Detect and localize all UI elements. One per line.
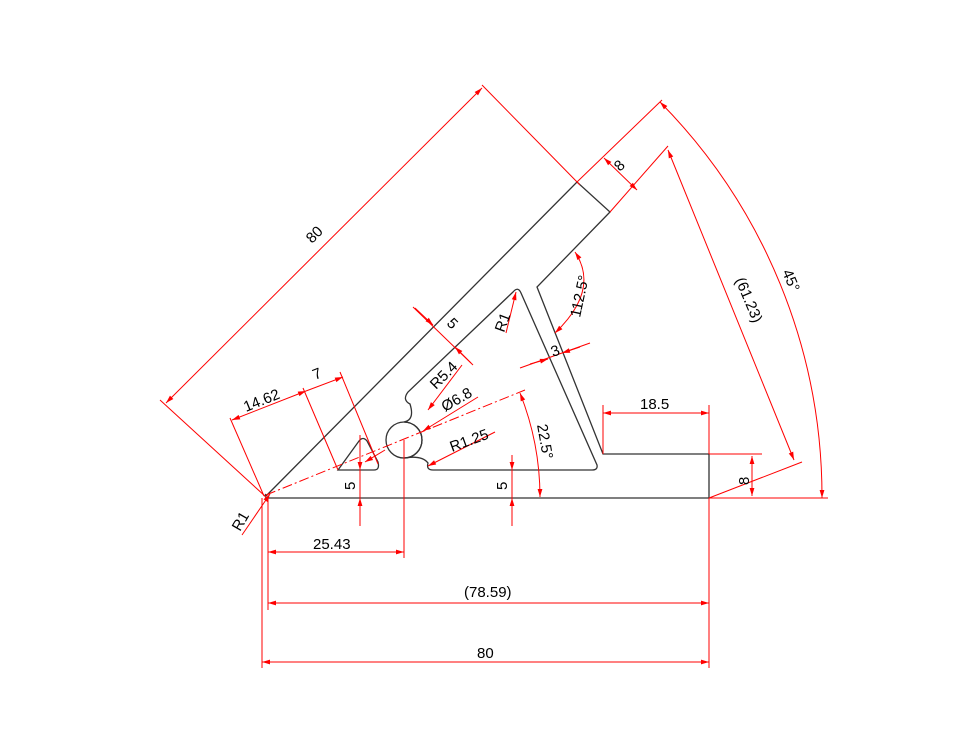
small-triangle-cutout [336, 437, 380, 471]
label-r1-corner: R1 [229, 509, 253, 534]
label-25-43: 25.43 [313, 536, 351, 553]
label-22-5: 22.5° [533, 423, 556, 461]
dimension-lines [159, 84, 828, 668]
label-112-5: 112.5° [567, 274, 592, 319]
label-7: 7 [310, 365, 324, 384]
label-r5-4: R5.4 [427, 358, 461, 392]
label-8-top: 8 [611, 157, 629, 175]
label-45: 45° [778, 267, 803, 295]
leader-r5-4 [427, 364, 463, 411]
dim-80-top [165, 87, 483, 404]
leader-r1-corner [241, 493, 271, 536]
label-5-right: 5 [494, 482, 511, 490]
leader-dia-6-8 [422, 396, 479, 432]
label-78-59: (78.59) [464, 584, 512, 601]
label-18-5: 18.5 [640, 396, 669, 413]
leader-r1-apex [505, 291, 517, 334]
dimension-labels: 80 8 45° (61.23) 8 18.5 112.5° 3 5 R1 R5… [229, 157, 803, 662]
label-5-diag: 5 [443, 315, 461, 333]
dim-22-5-arc [519, 392, 543, 498]
leader-r1-25 [427, 431, 496, 467]
label-5-left: 5 [342, 482, 359, 490]
outer-profile [264, 181, 710, 499]
dim-6123 [667, 149, 795, 461]
label-r1-apex: R1 [492, 311, 515, 335]
label-80-bottom: 80 [477, 645, 494, 662]
dim-14-62 [231, 390, 307, 421]
dim-8-top [603, 157, 638, 191]
centerline-22-5 [265, 389, 526, 496]
label-80-top: 80 [303, 223, 327, 247]
label-r1-25: R1.25 [448, 426, 491, 456]
part-outline [264, 181, 710, 499]
dim-7 [305, 376, 344, 392]
label-14-62: 14.62 [241, 386, 282, 416]
dim-112-5-arc [554, 251, 585, 334]
label-8-right: 8 [736, 477, 753, 485]
